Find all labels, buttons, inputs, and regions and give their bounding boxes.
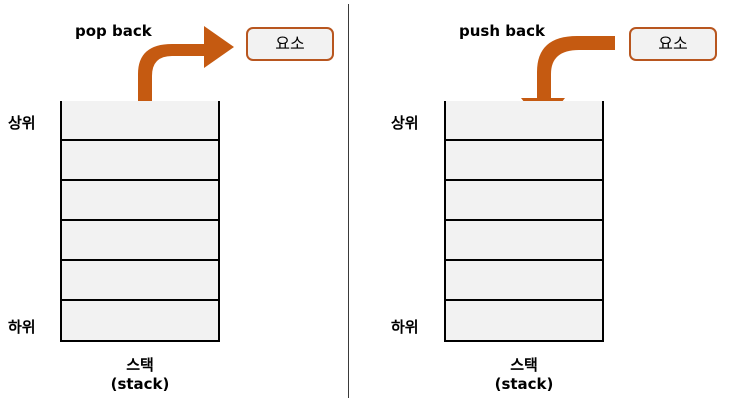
pop-back-title: pop back xyxy=(75,22,152,40)
push-caption-line2: (stack) xyxy=(494,375,554,393)
push-stack-caption: 스택 (stack) xyxy=(444,356,604,394)
pop-back-panel: pop back 요소 상위 하위 스택 (stack) xyxy=(8,22,334,394)
pop-stack xyxy=(60,101,220,342)
push-back-panel: push back 요소 상위 하위 스택 (stack) xyxy=(367,0,734,414)
stack-slot xyxy=(446,101,602,141)
push-bottom-label: 하위 xyxy=(391,318,419,336)
push-back-title: push back xyxy=(459,22,545,40)
push-caption-line1: 스택 xyxy=(510,356,538,374)
panel-divider xyxy=(348,4,349,398)
push-top-label: 상위 xyxy=(391,114,419,132)
pop-stack-caption: 스택 (stack) xyxy=(60,356,220,394)
stack-slot xyxy=(62,141,218,181)
pop-bottom-label: 하위 xyxy=(8,318,36,336)
stack-slot xyxy=(62,221,218,261)
pop-element-box: 요소 xyxy=(246,27,334,61)
stack-slot xyxy=(62,301,218,341)
push-element-box: 요소 xyxy=(629,27,717,61)
stack-slot xyxy=(446,221,602,261)
pop-caption-line2: (stack) xyxy=(110,375,170,393)
stack-slot xyxy=(62,261,218,301)
stack-slot xyxy=(62,101,218,141)
pop-caption-line1: 스택 xyxy=(126,356,154,374)
pop-arrow-icon xyxy=(138,26,234,118)
stack-slot xyxy=(446,301,602,341)
pop-top-label: 상위 xyxy=(8,114,36,132)
stack-slot xyxy=(62,181,218,221)
stack-slot xyxy=(446,261,602,301)
stack-slot xyxy=(446,181,602,221)
push-stack xyxy=(444,101,604,342)
stack-slot xyxy=(446,141,602,181)
